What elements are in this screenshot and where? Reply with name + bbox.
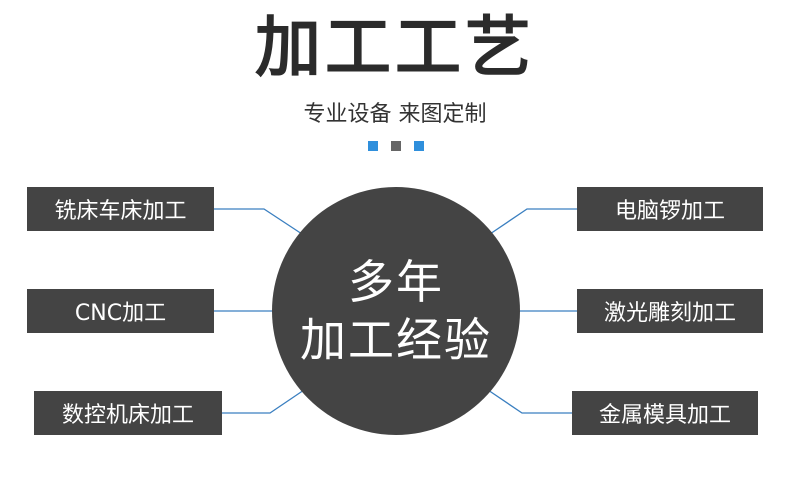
hub-line-2: 加工经验 (300, 313, 492, 367)
left-item-label: 铣床车床加工 (54, 199, 187, 224)
decorative-dots (368, 141, 424, 151)
right-item-laser-engraving: 激光雕刻加工 (577, 289, 763, 333)
hub-line-1: 多年 (348, 255, 444, 309)
connector-left-top (214, 208, 303, 235)
right-item-metal-mold: 金属模具加工 (572, 391, 758, 435)
dot-left (368, 141, 378, 151)
right-item-engraving-mill: 电脑锣加工 (577, 187, 763, 231)
left-item-cnc-machine: 数控机床加工 (34, 391, 222, 435)
right-item-label: 金属模具加工 (598, 403, 731, 428)
connector-left-bottom (222, 389, 305, 414)
connector-right-top (489, 208, 577, 235)
connector-right-bottom (487, 389, 572, 414)
left-item-label: CNC加工 (74, 301, 167, 326)
dot-middle (391, 141, 401, 151)
central-hub-circle: 多年 加工经验 (272, 187, 520, 435)
left-item-milling-turning: 铣床车床加工 (27, 187, 214, 231)
page-title: 加工工艺 (255, 9, 535, 86)
dot-right (414, 141, 424, 151)
page-subtitle: 专业设备 来图定制 (303, 102, 487, 127)
right-item-label: 激光雕刻加工 (603, 301, 736, 326)
left-item-label: 数控机床加工 (61, 403, 194, 428)
left-item-cnc: CNC加工 (27, 289, 214, 333)
right-item-label: 电脑锣加工 (614, 199, 725, 224)
